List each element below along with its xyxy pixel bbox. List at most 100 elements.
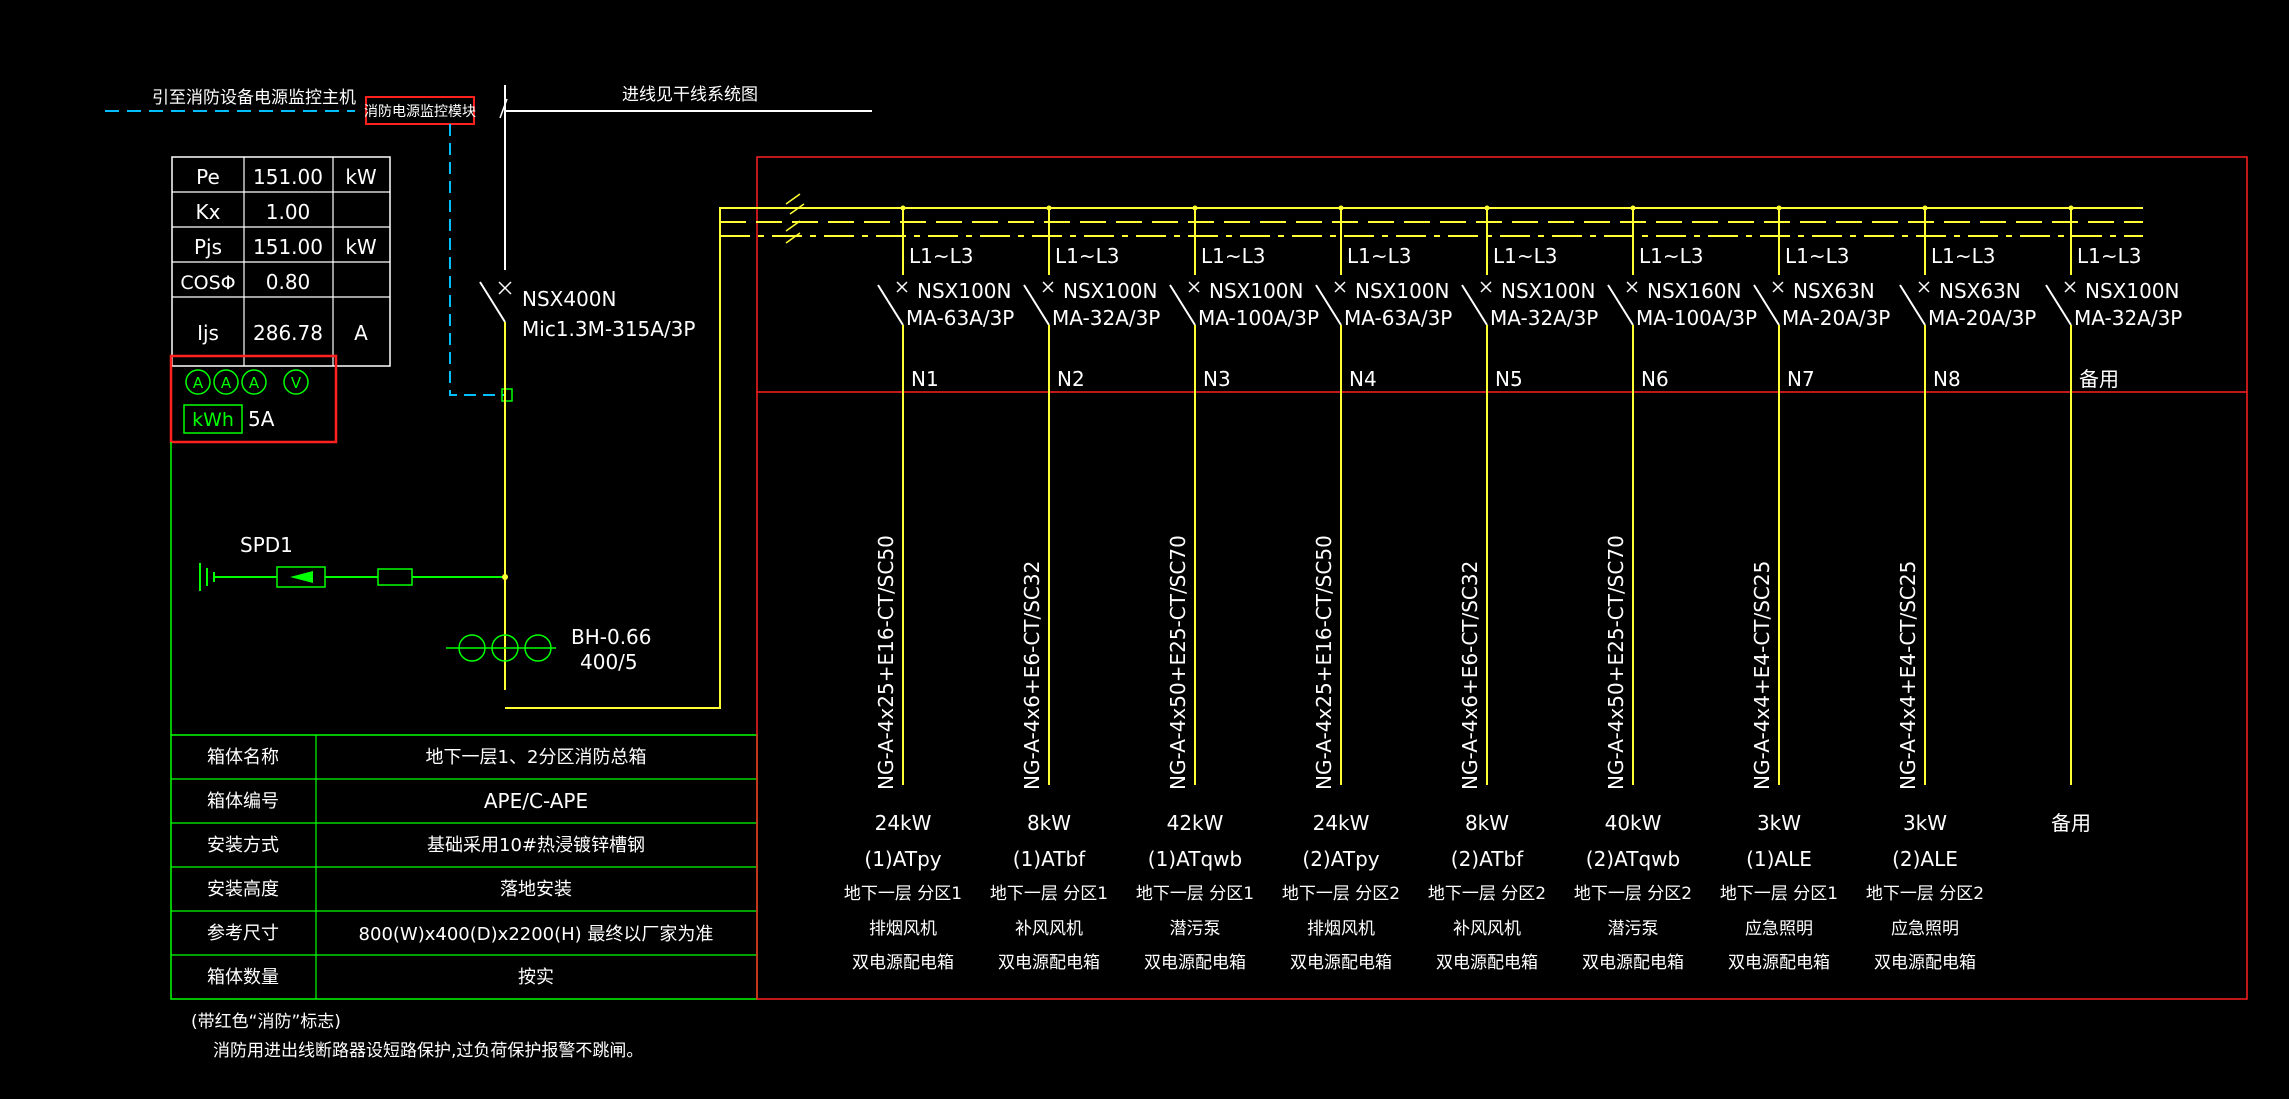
circuit-phase: L1~L3 (2077, 244, 2142, 268)
circuit-area: 地下一层 分区2 (1428, 884, 1546, 904)
busbar-tick (785, 232, 801, 244)
main-breaker-trip: Mic1.3M-315A/3P (522, 317, 695, 341)
kwh-meter-current: 5A (248, 407, 275, 431)
circuit-phase: L1~L3 (1493, 244, 1558, 268)
busbar-junction (2068, 205, 2074, 211)
circuit-box-type: 双电源配电箱 (1436, 953, 1538, 973)
circuit-breaker-model: NSX100N (917, 279, 1012, 303)
circuit-cable-spec: NG-A-4x50+E25-CT/SC70 (1604, 535, 1628, 790)
circuit-power: 24kW (875, 811, 932, 835)
info-value: 落地安装 (500, 879, 572, 900)
circuit-load-code: (2)ALE (1892, 847, 1958, 871)
load-calculation-table: Pe 151.00 kW Kx 1.00 Pjs 151.00 kW COSΦ … (171, 156, 391, 367)
circuit-breaker-model: NSX100N (1355, 279, 1450, 303)
circuit-breaker-blade (1023, 284, 1050, 326)
busbar-junction (1630, 205, 1636, 211)
kwh-meter-label: kWh (192, 409, 234, 431)
monitor-module-box (365, 96, 475, 125)
circuit-phase: L1~L3 (1639, 244, 1704, 268)
circuit-area: 地下一层 分区2 (1282, 884, 1400, 904)
circuit-load-code: (2)ATbf (1451, 847, 1524, 871)
busbar-tick (789, 203, 805, 215)
voltmeter-glyph: V (291, 374, 302, 392)
monitor-lead-group: 引至消防设备电源监控主机 消防电源监控模块 进线见干线系统图 (105, 85, 872, 402)
circuit-id: N6 (1641, 367, 1669, 391)
info-key: 参考尺寸 (207, 923, 279, 944)
busbar-tick (785, 220, 801, 232)
circuit-id: N4 (1349, 367, 1377, 391)
circuit-breaker-x (1626, 281, 1638, 293)
circuit-breaker-trip: MA-63A/3P (906, 306, 1014, 330)
circuit-box-type: 双电源配电箱 (998, 953, 1100, 973)
outgoing-circuits: L1~L3NSX100NMA-63A/3PN1NG-A-4x25+E16-CT/… (844, 205, 2182, 973)
circuit-id: N3 (1203, 367, 1231, 391)
load-label: Pjs (194, 235, 222, 259)
monitor-signal-line (449, 124, 505, 396)
circuit-breaker-blade (1607, 284, 1634, 326)
ammeter-icon (213, 369, 239, 395)
circuit-area: 地下一层 分区2 (1866, 884, 1984, 904)
load-label: Kx (196, 200, 221, 224)
circuit-power: 备用 (2051, 811, 2091, 835)
circuit-breaker-trip: MA-32A/3P (2074, 306, 2182, 330)
circuit-box-type: 双电源配电箱 (852, 953, 954, 973)
circuit-breaker-x (1042, 281, 1054, 293)
circuit-power: 3kW (1757, 811, 1801, 835)
circuit-breaker-model: NSX100N (1063, 279, 1158, 303)
distribution-frame (756, 156, 2248, 1000)
incoming-ref-text: 进线见干线系统图 (622, 85, 758, 105)
circuit-breaker-x (2064, 281, 2076, 293)
circuit-cable-spec: NG-A-4x25+E16-CT/SC50 (1312, 535, 1336, 790)
circuit-phase: L1~L3 (1785, 244, 1850, 268)
circuit-breaker-trip: MA-100A/3P (1198, 306, 1319, 330)
info-value: APE/C-APE (484, 789, 588, 813)
circuit-load-use: 应急照明 (1891, 919, 1959, 939)
ammeter-glyph: A (249, 374, 260, 392)
circuit-area: 地下一层 分区2 (1574, 884, 1692, 904)
circuit-cable-spec: NG-A-4x6+E6-CT/SC32 (1458, 561, 1482, 790)
load-unit: kW (345, 165, 377, 189)
ct-group: BH-0.66 400/5 (446, 625, 652, 674)
circuit-power: 42kW (1167, 811, 1224, 835)
circuit-load-use: 应急照明 (1745, 919, 1813, 939)
ct-model: BH-0.66 (571, 625, 652, 649)
meter-highlight-box (169, 354, 338, 444)
spd-fuse-box (377, 568, 413, 586)
circuit-power: 8kW (1465, 811, 1509, 835)
busbar-junction (1484, 205, 1490, 211)
circuit-breaker-trip: MA-100A/3P (1636, 306, 1757, 330)
kwh-meter-box (183, 404, 243, 434)
monitor-lead-text: 引至消防设备电源监控主机 (152, 88, 356, 108)
busbar-junction (1046, 205, 1052, 211)
circuit-load-use: 潜污泵 (1170, 919, 1221, 939)
circuit-cable-spec: NG-A-4x6+E6-CT/SC32 (1020, 561, 1044, 790)
monitor-module-text: 消防电源监控模块 (364, 104, 476, 120)
circuit-cable-spec: NG-A-4x4+E4-CT/SC25 (1896, 561, 1920, 790)
circuit-id: N8 (1933, 367, 1961, 391)
load-label: COSΦ (180, 272, 235, 294)
circuit-breaker-blade (1461, 284, 1488, 326)
spd-label: SPD1 (240, 533, 293, 557)
ct-coil-icon (524, 634, 552, 662)
circuit-load-use: 补风风机 (1453, 919, 1521, 939)
circuit-breaker-x (1334, 281, 1346, 293)
circuit-breaker-trip: MA-32A/3P (1490, 306, 1598, 330)
load-value: 0.80 (266, 270, 311, 294)
circuit-load-code: (1)ATbf (1013, 847, 1086, 871)
circuit-phase: L1~L3 (1055, 244, 1120, 268)
circuit-breaker-model: NSX160N (1647, 279, 1742, 303)
circuit-breaker-blade (1169, 284, 1196, 326)
circuit-area: 地下一层 分区1 (844, 884, 962, 904)
ammeter-glyph: A (221, 374, 232, 392)
info-key: 箱体名称 (207, 747, 279, 768)
ct-ratio: 400/5 (580, 650, 638, 674)
circuit-id: N7 (1787, 367, 1815, 391)
circuit-power: 8kW (1027, 811, 1071, 835)
monitor-contact (501, 388, 513, 402)
circuit-load-use: 补风风机 (1015, 919, 1083, 939)
circuit-breaker-x (1918, 281, 1930, 293)
circuit-breaker-trip: MA-63A/3P (1344, 306, 1452, 330)
ammeter-icon (185, 369, 211, 395)
busbar-junction (1338, 205, 1344, 211)
